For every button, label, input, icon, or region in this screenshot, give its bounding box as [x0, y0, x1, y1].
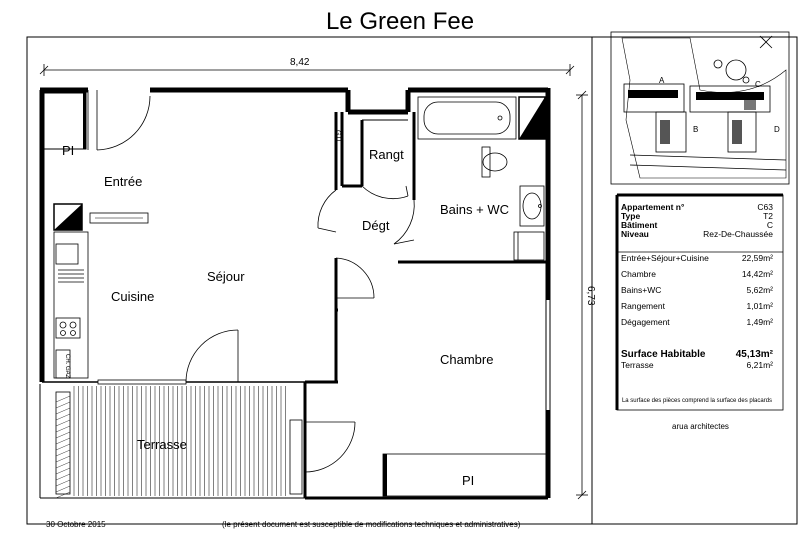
screen-slat — [55, 413, 71, 421]
screen-slat — [55, 437, 71, 445]
room-label-rangt: Rangt — [369, 147, 404, 162]
screen-slat — [55, 467, 71, 475]
room-label-terrasse: Terrasse — [137, 437, 187, 452]
site-plan — [610, 31, 790, 185]
site-plan-fills — [628, 90, 764, 144]
screen-slat — [55, 395, 71, 403]
bathtub — [417, 96, 517, 140]
screen-slat — [55, 455, 71, 463]
entry-shelf — [89, 212, 149, 224]
architect-name: arua architectes — [672, 422, 729, 431]
entrance-door — [87, 90, 151, 151]
site-label-d: D — [774, 125, 780, 134]
room-label-bains: Bains + WC — [440, 202, 509, 217]
screen-slat — [55, 479, 71, 487]
exterior-walls — [39, 87, 551, 498]
surface-note: La surface des pièces comprend la surfac… — [621, 398, 773, 404]
height-dimension: 6,73 — [585, 286, 596, 306]
sejour-door — [185, 329, 239, 383]
document-date: 30 Octobre 2015 — [46, 520, 106, 529]
chambre-door — [304, 421, 356, 473]
screen-slat — [55, 473, 71, 481]
room-label-sejour: Séjour — [207, 269, 245, 284]
height-dimension-line — [576, 90, 588, 500]
gas-boiler-label: CH. GAZ — [64, 354, 70, 379]
screen-slat — [55, 449, 71, 457]
cupboard-top — [43, 92, 87, 150]
page-frame — [26, 36, 798, 525]
site-label-a: A — [659, 76, 665, 85]
screen-slat — [55, 443, 71, 451]
screen-slat — [55, 491, 71, 499]
terrace-decking — [73, 386, 286, 496]
room-label-degt: Dégt — [362, 218, 390, 233]
room-label-pl-top: PI — [62, 143, 75, 158]
room-label-entree: Entrée — [104, 174, 143, 189]
screen-slat — [55, 419, 71, 427]
toilet — [481, 146, 508, 178]
interior-walls — [303, 112, 548, 498]
rangt-door — [361, 185, 409, 200]
screen-slat — [55, 425, 71, 433]
terrace-hatch — [55, 395, 71, 499]
site-label-b: B — [693, 125, 699, 134]
degt-door — [317, 189, 375, 299]
gtl-label: GTL — [334, 130, 341, 144]
width-dimension-line — [39, 64, 575, 76]
washbasin — [519, 185, 545, 227]
screen-slat — [55, 407, 71, 415]
towel-rail — [513, 231, 545, 261]
screen-slat — [55, 431, 71, 439]
site-label-c: C — [755, 80, 761, 89]
terrace-outline — [39, 384, 548, 500]
bains-door — [393, 199, 415, 245]
page-title: Le Green Fee — [325, 8, 475, 35]
screen-slat — [55, 461, 71, 469]
room-label-pl-bottom: PI — [462, 473, 475, 488]
screen-slat — [55, 485, 71, 493]
kitchen-counter — [53, 231, 89, 379]
screen-slat — [55, 401, 71, 409]
width-dimension: 8,42 — [290, 57, 310, 68]
room-label-cuisine: Cuisine — [111, 289, 155, 304]
disclaimer: (le présent document est susceptible de … — [222, 520, 521, 529]
terrace-screen — [55, 391, 303, 495]
room-label-chambre: Chambre — [440, 352, 494, 367]
info-row-apartment: Appartement n°C63 — [621, 202, 773, 212]
